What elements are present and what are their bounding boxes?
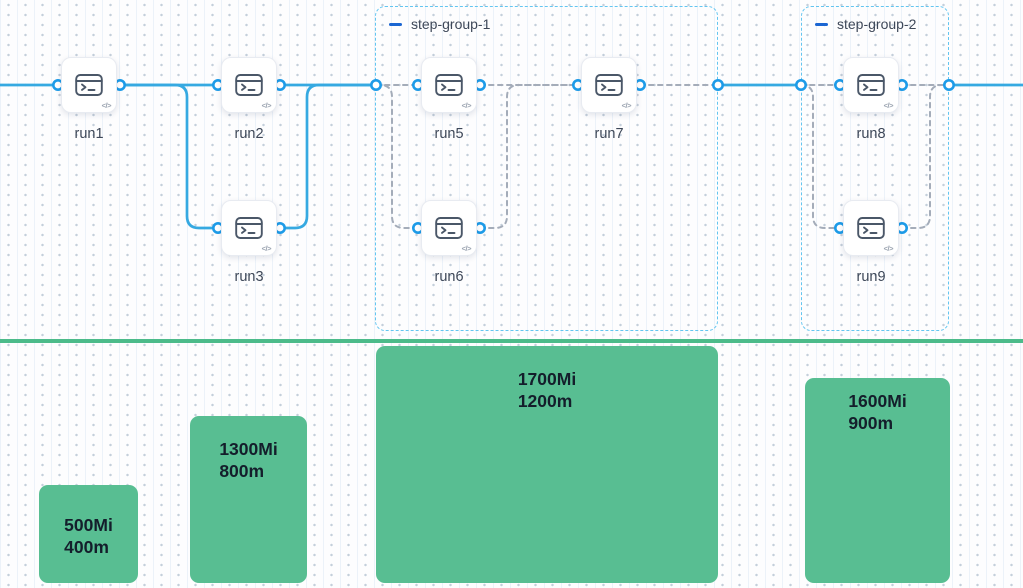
connection-port[interactable] bbox=[369, 79, 382, 92]
node-run3[interactable]: </> bbox=[221, 200, 277, 256]
edge-run9-group2out bbox=[901, 84, 950, 229]
memory-value: 1300Mi bbox=[219, 439, 278, 459]
step-group-1-container[interactable]: step-group-1 bbox=[375, 6, 718, 331]
node-run7[interactable]: </> bbox=[581, 57, 637, 113]
terminal-icon bbox=[435, 217, 463, 239]
node-run6-label: run6 bbox=[434, 269, 464, 285]
code-icon: </> bbox=[461, 101, 472, 110]
terminal-icon bbox=[235, 217, 263, 239]
edge-group2-run9 bbox=[800, 84, 841, 229]
resource-bar-step-group-2: 1600Mi 900m bbox=[805, 378, 950, 583]
node-run8-label: run8 bbox=[856, 126, 886, 142]
step-group-2-container[interactable]: step-group-2 bbox=[801, 6, 949, 331]
memory-value: 1700Mi bbox=[517, 369, 577, 389]
step-group-2-header[interactable]: step-group-2 bbox=[815, 16, 916, 32]
connection-port[interactable] bbox=[942, 79, 955, 92]
edge-run3-group1 bbox=[278, 83, 378, 230]
connection-port[interactable] bbox=[711, 79, 724, 92]
connection-port[interactable] bbox=[794, 79, 807, 92]
terminal-icon bbox=[857, 74, 885, 96]
memory-value: 1600Mi bbox=[848, 391, 907, 411]
resource-bar-label: 500Mi 400m bbox=[64, 515, 113, 583]
terminal-icon bbox=[435, 74, 463, 96]
step-group-1-header[interactable]: step-group-1 bbox=[389, 16, 490, 32]
resource-bar-run2-run3: 1300Mi 800m bbox=[190, 416, 307, 583]
node-run8[interactable]: </> bbox=[843, 57, 899, 113]
terminal-icon bbox=[75, 74, 103, 96]
cpu-value: 900m bbox=[848, 412, 894, 433]
edges-layer bbox=[0, 79, 1023, 235]
node-run7-label: run7 bbox=[594, 126, 624, 142]
node-run3-label: run3 bbox=[234, 269, 264, 285]
cpu-value: 400m bbox=[64, 536, 109, 557]
resource-bar-step-group-1: 1700Mi 1200m bbox=[376, 346, 718, 583]
cpu-value: 1200m bbox=[517, 390, 573, 411]
cpu-value: 800m bbox=[219, 460, 265, 481]
resource-bar-label: 1700Mi 1200m bbox=[518, 369, 576, 583]
edge-run1-run3 bbox=[118, 83, 220, 230]
resource-bar-run1: 500Mi 400m bbox=[39, 485, 138, 583]
node-run2[interactable]: </> bbox=[221, 57, 277, 113]
resource-bar-label: 1600Mi 900m bbox=[848, 391, 906, 583]
step-group-1-label: step-group-1 bbox=[411, 16, 491, 32]
node-run6[interactable]: </> bbox=[421, 200, 477, 256]
edge-run6-run7 bbox=[479, 84, 579, 229]
collapse-dash-icon bbox=[815, 22, 828, 26]
node-run9-label: run9 bbox=[856, 269, 886, 285]
collapse-dash-icon bbox=[389, 22, 402, 26]
terminal-icon bbox=[595, 74, 623, 96]
node-run1-label: run1 bbox=[74, 126, 104, 142]
node-run2-label: run2 bbox=[234, 126, 264, 142]
code-icon: </> bbox=[101, 101, 112, 110]
node-run5-label: run5 bbox=[434, 126, 464, 142]
edge-group1-run6 bbox=[375, 84, 419, 229]
code-icon: </> bbox=[461, 244, 472, 253]
code-icon: </> bbox=[883, 101, 894, 110]
step-group-2-label: step-group-2 bbox=[837, 16, 917, 32]
node-run9[interactable]: </> bbox=[843, 200, 899, 256]
terminal-icon bbox=[857, 217, 885, 239]
code-icon: </> bbox=[261, 101, 272, 110]
terminal-icon bbox=[235, 74, 263, 96]
node-run5[interactable]: </> bbox=[421, 57, 477, 113]
code-icon: </> bbox=[621, 101, 632, 110]
code-icon: </> bbox=[261, 244, 272, 253]
memory-value: 500Mi bbox=[64, 515, 113, 535]
resource-bar-label: 1300Mi 800m bbox=[219, 439, 277, 583]
code-icon: </> bbox=[883, 244, 894, 253]
resource-divider-line bbox=[0, 339, 1023, 343]
node-run1[interactable]: </> bbox=[61, 57, 117, 113]
